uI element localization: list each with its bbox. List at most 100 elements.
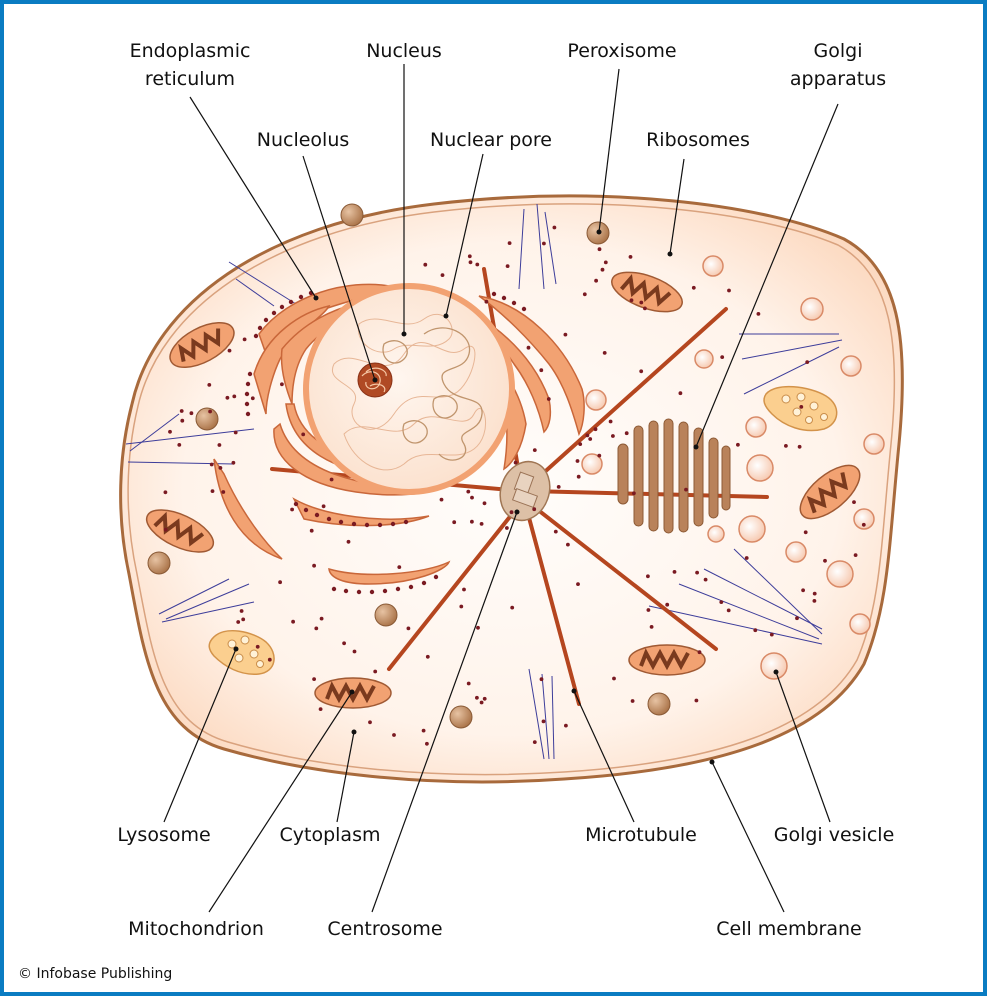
free-ribosome bbox=[533, 740, 537, 744]
free-ribosome bbox=[629, 255, 633, 259]
free-ribosome bbox=[218, 443, 222, 447]
free-ribosome bbox=[594, 279, 598, 283]
free-ribosome bbox=[483, 501, 487, 505]
free-ribosome bbox=[485, 300, 489, 304]
free-ribosome bbox=[736, 443, 740, 447]
free-ribosome bbox=[426, 655, 430, 659]
label-ribosomes: Ribosomes bbox=[646, 126, 750, 154]
free-ribosome bbox=[510, 510, 514, 514]
free-ribosome bbox=[643, 307, 647, 311]
free-ribosome bbox=[704, 578, 708, 582]
free-ribosome bbox=[578, 442, 582, 446]
free-ribosome bbox=[268, 658, 272, 662]
free-ribosome bbox=[799, 405, 803, 409]
free-ribosome bbox=[466, 490, 470, 494]
label-endoplasmic-reticulum-line1: Endoplasmic bbox=[130, 37, 251, 65]
free-ribosome bbox=[719, 600, 723, 604]
label-nucleolus: Nucleolus bbox=[257, 126, 350, 154]
free-ribosome bbox=[650, 625, 654, 629]
label-peroxisome: Peroxisome bbox=[567, 37, 676, 65]
free-ribosome bbox=[347, 540, 351, 544]
free-ribosome bbox=[440, 498, 444, 502]
free-ribosome bbox=[241, 618, 245, 622]
free-ribosome bbox=[564, 333, 568, 337]
free-ribosome bbox=[470, 520, 474, 524]
free-ribosome bbox=[632, 491, 636, 495]
free-ribosome bbox=[422, 729, 426, 733]
free-ribosome bbox=[470, 496, 474, 500]
free-ribosome bbox=[211, 489, 215, 493]
free-ribosome bbox=[727, 289, 731, 293]
free-ribosome bbox=[745, 556, 749, 560]
free-ribosome bbox=[753, 628, 757, 632]
free-ribosome bbox=[576, 582, 580, 586]
free-ribosome bbox=[221, 490, 225, 494]
free-ribosome bbox=[631, 699, 635, 703]
free-ribosome bbox=[673, 570, 677, 574]
free-ribosome bbox=[322, 504, 326, 508]
free-ribosome bbox=[583, 292, 587, 296]
free-ribosome bbox=[604, 261, 608, 265]
free-ribosome bbox=[475, 263, 479, 267]
free-ribosome bbox=[770, 633, 774, 637]
free-ribosome bbox=[804, 530, 808, 534]
free-ribosome bbox=[423, 263, 427, 267]
label-golgi-vesicle: Golgi vesicle bbox=[774, 821, 895, 849]
free-ribosome bbox=[243, 338, 247, 342]
free-ribosome bbox=[795, 616, 799, 620]
free-ribosome bbox=[469, 260, 473, 264]
free-ribosome bbox=[256, 645, 260, 649]
label-golgi-apparatus-line2: apparatus bbox=[790, 65, 886, 93]
free-ribosome bbox=[547, 397, 551, 401]
label-lysosome: Lysosome bbox=[117, 821, 210, 849]
free-ribosome bbox=[312, 677, 316, 681]
free-ribosome bbox=[236, 620, 240, 624]
free-ribosome bbox=[647, 608, 651, 612]
free-ribosome bbox=[598, 247, 602, 251]
free-ribosome bbox=[532, 507, 536, 511]
free-ribosome bbox=[353, 650, 357, 654]
free-ribosome bbox=[190, 411, 194, 415]
free-ribosome bbox=[684, 488, 688, 492]
free-ribosome bbox=[542, 720, 546, 724]
free-ribosome bbox=[505, 526, 509, 530]
free-ribosome bbox=[290, 508, 294, 512]
publisher-credit: © Infobase Publishing bbox=[18, 966, 172, 982]
free-ribosome bbox=[510, 606, 514, 610]
free-ribosome bbox=[586, 434, 590, 438]
free-ribosome bbox=[695, 571, 699, 575]
free-ribosome bbox=[168, 430, 172, 434]
free-ribosome bbox=[467, 682, 471, 686]
free-ribosome bbox=[577, 475, 581, 479]
free-ribosome bbox=[330, 478, 334, 482]
free-ribosome bbox=[180, 419, 184, 423]
free-ribosome bbox=[234, 431, 238, 435]
free-ribosome bbox=[392, 733, 396, 737]
free-ribosome bbox=[603, 351, 607, 355]
free-ribosome bbox=[232, 395, 236, 399]
free-ribosome bbox=[646, 574, 650, 578]
free-ribosome bbox=[180, 409, 184, 413]
free-ribosome bbox=[757, 312, 761, 316]
free-ribosome bbox=[625, 431, 629, 435]
free-ribosome bbox=[164, 528, 168, 532]
free-ribosome bbox=[594, 427, 598, 431]
free-ribosome bbox=[476, 626, 480, 630]
free-ribosome bbox=[240, 609, 244, 613]
free-ribosome bbox=[475, 696, 479, 700]
free-ribosome bbox=[801, 588, 805, 592]
free-ribosome bbox=[727, 609, 731, 613]
free-ribosome bbox=[459, 605, 463, 609]
free-ribosome bbox=[291, 620, 295, 624]
free-ribosome bbox=[514, 461, 518, 465]
free-ribosome bbox=[441, 273, 445, 277]
free-ribosome bbox=[319, 707, 323, 711]
label-nucleus: Nucleus bbox=[366, 37, 442, 65]
label-endoplasmic-reticulum-line2: reticulum bbox=[130, 65, 251, 93]
free-ribosome bbox=[692, 286, 696, 290]
free-ribosome bbox=[576, 459, 580, 463]
label-microtubule: Microtubule bbox=[585, 821, 697, 849]
free-ribosome bbox=[312, 564, 316, 568]
label-centrosome: Centrosome bbox=[327, 915, 442, 943]
